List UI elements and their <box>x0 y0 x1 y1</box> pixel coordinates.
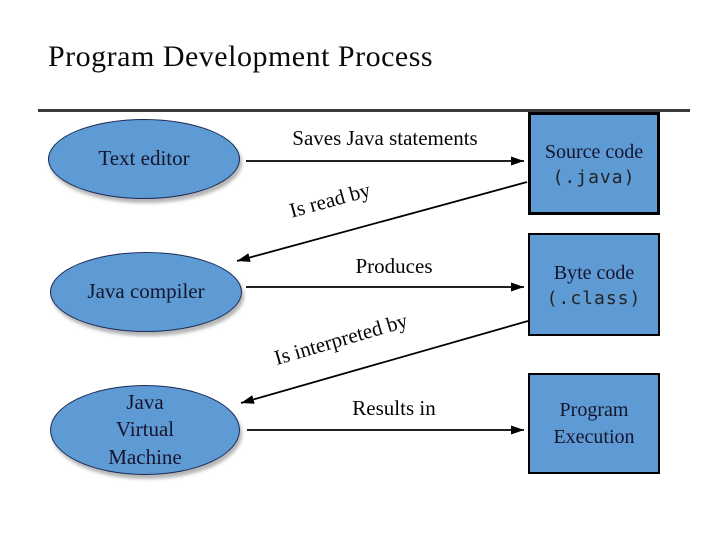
box-source-code: Source code (.java) <box>528 112 660 215</box>
label-produces: Produces <box>355 254 433 278</box>
title-divider <box>38 109 690 112</box>
text-editor-label: Text editor <box>98 146 190 171</box>
label-results-in: Results in <box>352 396 436 420</box>
byte-code-extension: (.class) <box>546 288 642 309</box>
byte-code-label: Byte code <box>553 262 635 284</box>
label-saves-java-statements: Saves Java statements <box>292 126 478 150</box>
ellipse-text-editor: Text editor <box>48 119 240 199</box>
arrow-is-read-by <box>236 181 528 262</box>
java-virtual-machine-label: Java Virtual Machine <box>108 390 182 469</box>
program-execution-label: Program Execution <box>553 398 635 448</box>
ellipse-java-compiler: Java compiler <box>50 252 242 332</box>
source-code-label: Source code <box>544 141 644 163</box>
slide-title: Program Development Process <box>48 40 434 73</box>
ellipse-java-virtual-machine: Java Virtual Machine <box>50 385 240 475</box>
box-program-execution: Program Execution <box>528 373 660 474</box>
source-code-extension: (.java) <box>552 167 636 188</box>
box-byte-code: Byte code (.class) <box>528 233 660 336</box>
java-compiler-label: Java compiler <box>87 279 205 304</box>
arrow-is-interpreted-by <box>240 320 529 404</box>
